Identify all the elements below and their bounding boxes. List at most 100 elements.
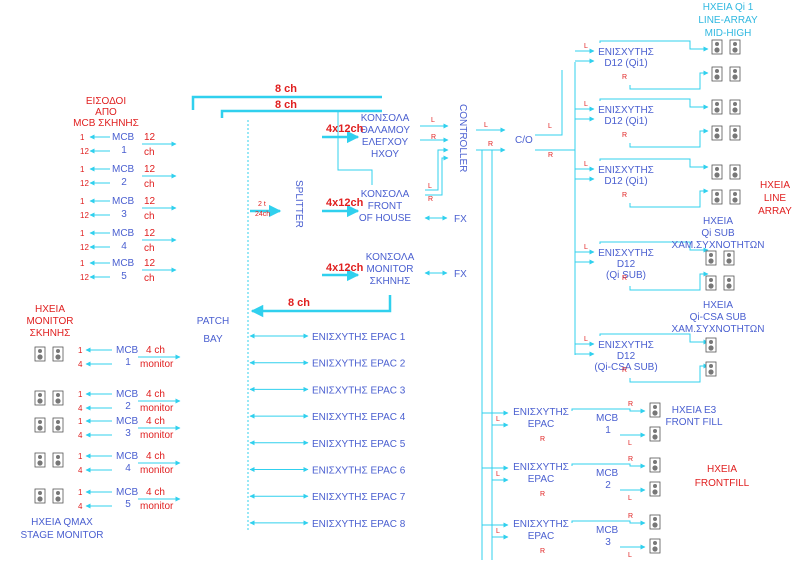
console-foh: ΚΟΝΣΟΛΑ FRONT OF HOUSE	[359, 189, 412, 224]
epac-amp-6: ΕΝΙΣΧΥΤΗΣ EPAC 6	[249, 466, 406, 477]
epac-front-amp-line-1: ΕΝΙΣΧΥΤΗΣ	[513, 519, 569, 530]
right-label-qi1: ΗΧΕΙΑ Qi 1 LINE-ARRAY MID-HIGH	[698, 2, 758, 39]
epac-front-r2-label: R	[628, 456, 633, 463]
input-ch-unit: ch	[144, 243, 155, 254]
epac-front-l2-label: L	[628, 440, 632, 447]
speaker-icon	[34, 417, 46, 433]
splitter-ratio-top: 2 t	[258, 201, 266, 208]
epac-front-l2-label: L	[628, 552, 632, 559]
speaker-icon	[711, 164, 723, 180]
epac-front-l-label: L	[496, 471, 500, 478]
d12-amp-line: D12 (Qi1)	[604, 116, 647, 127]
monitor-ch-count: 4 ch	[146, 451, 165, 462]
epac-front-amp-line-2: EPAC	[528, 531, 555, 542]
speaker-icon	[52, 346, 64, 362]
monitor-ch-unit: monitor	[140, 465, 174, 476]
input-range-end: 12	[80, 273, 89, 282]
svg-text:ΧΑΜ.ΣΥΧΝΟΤΗΤΩΝ: ΧΑΜ.ΣΥΧΝΟΤΗΤΩΝ	[672, 240, 765, 251]
svg-text:LINE: LINE	[764, 193, 787, 204]
bus-top-label-1: 8 ch	[275, 83, 297, 95]
monitor-range-end: 4	[78, 502, 83, 511]
input-mcb-label: MCB	[112, 196, 135, 207]
epac-front-l2-label: L	[628, 495, 632, 502]
svg-text:ARRAY: ARRAY	[758, 206, 792, 217]
monitors-title: ΗΧΕΙΑ MONITOR ΣΚΗΝΗΣ	[26, 304, 73, 339]
d12-amp-line: ΕΝΙΣΧΥΤΗΣ	[598, 165, 654, 176]
monitor-range-end: 4	[78, 360, 83, 369]
monitor-ch-unit: monitor	[140, 359, 174, 370]
epac-front-l-label: L	[496, 416, 500, 423]
d12-r-label: R	[622, 74, 627, 81]
epac-front-mcb-label: MCB	[596, 413, 619, 424]
monitor-mcb-label: MCB	[116, 389, 139, 400]
speaker-icon	[711, 125, 723, 141]
inputs-title: ΕΙΣΟΔΟΙ ΑΠΟ MCB ΣΚΗΝΗΣ	[73, 96, 139, 129]
d12-amp-line: (Qi SUB)	[606, 270, 646, 281]
monitor-range-end: 4	[78, 404, 83, 413]
svg-text:ΚΟΝΣΟΛΑ: ΚΟΝΣΟΛΑ	[361, 189, 410, 200]
monitor-mcb-number: 2	[125, 401, 131, 412]
svg-text:ΣΚΗΝΗΣ: ΣΚΗΝΗΣ	[30, 328, 71, 339]
monitor-ch-count: 4 ch	[146, 389, 165, 400]
speaker-icon	[711, 189, 723, 205]
right-label-frontfill: ΗΧΕΙΑ FRONTFILL	[695, 464, 750, 489]
monitor-input-label: 4x12ch	[326, 262, 364, 274]
svg-text:MONITOR: MONITOR	[26, 316, 73, 327]
monitor-range-end: 4	[78, 431, 83, 440]
svg-text:STAGE MONITOR: STAGE MONITOR	[21, 530, 104, 541]
epac-amp-2: ΕΝΙΣΧΥΤΗΣ EPAC 2	[249, 359, 406, 370]
epac-front-mcb-number: 3	[605, 537, 611, 548]
epac-front-r-label: R	[540, 548, 545, 555]
speaker-icon	[649, 538, 661, 554]
speaker-icon	[34, 488, 46, 504]
input-ch-unit: ch	[144, 147, 155, 158]
splitter-ratio-bottom: 24ch	[255, 211, 270, 218]
input-mcb-number: 5	[121, 271, 127, 282]
svg-text:Qi-CSA SUB: Qi-CSA SUB	[690, 312, 747, 323]
svg-text:ΗΧΟΥ: ΗΧΟΥ	[371, 149, 399, 160]
speaker-icon	[52, 452, 64, 468]
input-mcb-number: 3	[121, 209, 127, 220]
svg-text:FRONT: FRONT	[368, 201, 402, 212]
input-mcb-label: MCB	[112, 228, 135, 239]
monitor-mcb-number: 1	[125, 357, 131, 368]
epac-amp-5: ΕΝΙΣΧΥΤΗΣ EPAC 5	[249, 439, 406, 450]
d12-l-label: L	[584, 161, 588, 168]
svg-text:OF HOUSE: OF HOUSE	[359, 213, 412, 224]
speaker-icon	[711, 66, 723, 82]
input-range-start: 1	[80, 259, 85, 268]
epac-amp-3: ΕΝΙΣΧΥΤΗΣ EPAC 3	[249, 385, 406, 396]
d12-amp-line: (Qi-CSA SUB)	[594, 362, 657, 373]
foh-input-label: 4x12ch	[326, 197, 364, 209]
speaker-icon	[729, 99, 741, 115]
d12-l-label: L	[584, 101, 588, 108]
monitor-range-start: 1	[78, 417, 83, 426]
svg-text:MONITOR: MONITOR	[366, 264, 413, 275]
monitor-ch-unit: monitor	[140, 501, 174, 512]
monitor-ch-count: 4 ch	[146, 487, 165, 498]
ctrl-l-label-2: L	[428, 183, 432, 190]
d12-r-label: R	[622, 192, 627, 199]
co-l-label: L	[548, 123, 552, 130]
monitor-mcb-number: 3	[125, 428, 131, 439]
right-label-line-array: ΗΧΕΙΑ LINE ARRAY	[758, 180, 792, 217]
monitor-mcb-number: 5	[125, 499, 131, 510]
epac-amp-8: ΕΝΙΣΧΥΤΗΣ EPAC 8	[249, 519, 406, 530]
monitor-mcb-label: MCB	[116, 345, 139, 356]
d12-amp-line: D12	[617, 259, 636, 270]
svg-text:Qi SUB: Qi SUB	[701, 228, 735, 239]
speaker-icon	[52, 417, 64, 433]
monitor-mcb-label: MCB	[116, 451, 139, 462]
epac-amp-7: ΕΝΙΣΧΥΤΗΣ EPAC 7	[249, 492, 406, 503]
control-room-input-label: 4x12ch	[326, 123, 364, 135]
co-label: C/O	[515, 135, 533, 146]
co-r-label: R	[548, 152, 553, 159]
input-mcb-label: MCB	[112, 164, 135, 175]
